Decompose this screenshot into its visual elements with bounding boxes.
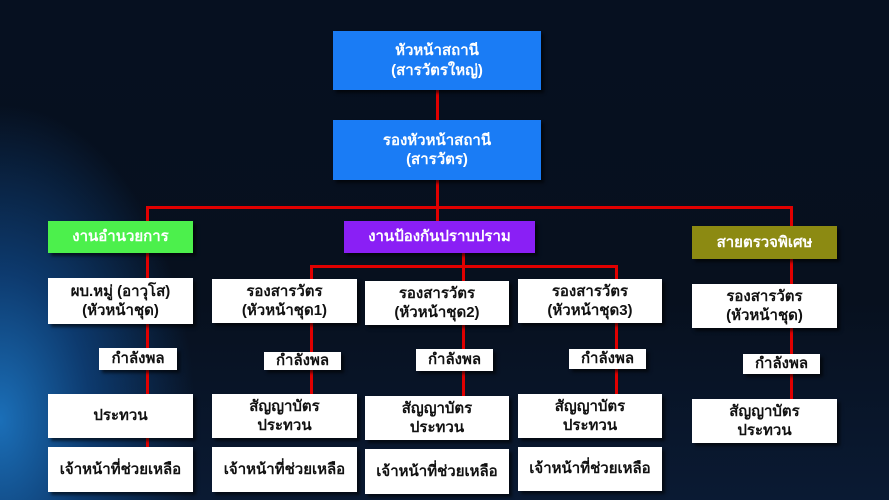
force-box: กำลังพล: [569, 349, 646, 369]
team-head-box: รองสารวัตร (หัวหน้าชุด2): [365, 281, 509, 325]
team-head-box: รองสารวัตร (หัวหน้าชุด3): [518, 279, 662, 323]
connector-line: [146, 206, 149, 221]
division-prevention: งานป้องกันปราบปราม: [344, 221, 535, 253]
team-head-box: รองสารวัตร (หัวหน้าชุด1): [212, 279, 357, 323]
rank-box: สัญญาบัตร ประทวน: [518, 394, 662, 438]
helper-box: เจ้าหน้าที่ช่วยเหลือ: [212, 447, 357, 492]
rank-box: สัญญาบัตร ประทวน: [692, 399, 837, 443]
helper-box: เจ้าหน้าที่ช่วยเหลือ: [365, 449, 509, 494]
connector-line: [790, 206, 793, 226]
connector-line: [462, 253, 465, 267]
force-box: กำลังพล: [264, 352, 341, 370]
connector-line: [615, 265, 618, 395]
team-head-box: ผบ.หมู่ (อาวุโส) (หัวหน้าชุด): [48, 278, 193, 324]
rank-box: ประทวน: [48, 394, 193, 438]
division-admin: งานอำนวยการ: [48, 221, 193, 253]
connector-line: [436, 206, 439, 221]
station-chief-box: หัวหน้าสถานี (สารวัตรใหญ่): [333, 31, 541, 90]
connector-line: [436, 180, 439, 208]
rank-box: สัญญาบัตร ประทวน: [212, 394, 357, 438]
force-box: กำลังพล: [416, 349, 493, 371]
connector-line: [790, 259, 793, 399]
connector-line: [462, 265, 465, 397]
helper-box: เจ้าหน้าที่ช่วยเหลือ: [48, 447, 193, 492]
team-head-box: รองสารวัตร (หัวหน้าชุด): [692, 284, 837, 328]
force-box: กำลังพล: [99, 348, 177, 370]
connector-line: [146, 206, 793, 209]
division-inspection: สายตรวจพิเศษ: [692, 226, 837, 259]
rank-box: สัญญาบัตร ประทวน: [365, 396, 509, 440]
deputy-chief-box: รองหัวหน้าสถานี (สารวัตร): [333, 120, 541, 180]
force-box: กำลังพล: [743, 354, 820, 374]
connector-line: [436, 90, 439, 120]
helper-box: เจ้าหน้าที่ช่วยเหลือ: [518, 447, 662, 491]
connector-line: [310, 265, 313, 395]
